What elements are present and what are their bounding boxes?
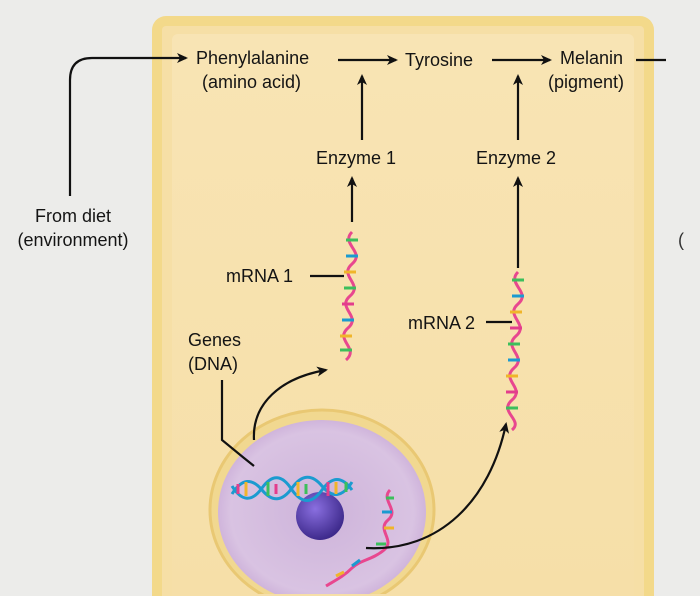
pigment-label: (pigment)	[548, 72, 625, 92]
genes-label: Genes	[188, 330, 242, 350]
nucleolus	[296, 492, 344, 540]
from-diet-label: From diet	[34, 206, 112, 226]
mrna-1-label: mRNA 1	[226, 266, 294, 286]
mrna-strand-nucleus	[325, 488, 394, 588]
dna-label: (DNA)	[188, 354, 238, 374]
genes-pointer-line	[220, 380, 255, 467]
mrna-2-label: mRNA 2	[408, 313, 476, 333]
diet-to-phenylalanine-arrow	[68, 53, 188, 196]
tyrosine-label: Tyrosine	[405, 50, 474, 70]
nucleus-to-mrna2-arrow	[365, 422, 510, 550]
dna-helix-icon	[230, 475, 354, 502]
enzyme-1-label: Enzyme 1	[316, 148, 397, 168]
mrna-2-strand	[506, 270, 524, 432]
melanin-label: Melanin	[560, 48, 624, 68]
enzyme-2-label: Enzyme 2	[476, 148, 557, 168]
environment-label: (environment)	[17, 230, 129, 250]
nucleus-to-mrna1-arrow	[252, 366, 328, 441]
edge-parenthesis: (	[678, 230, 684, 250]
phenylalanine-label: Phenylalanine	[196, 48, 310, 68]
nucleus	[208, 408, 436, 594]
mrna-1-strand	[340, 230, 358, 362]
amino-acid-label: (amino acid)	[202, 72, 302, 92]
